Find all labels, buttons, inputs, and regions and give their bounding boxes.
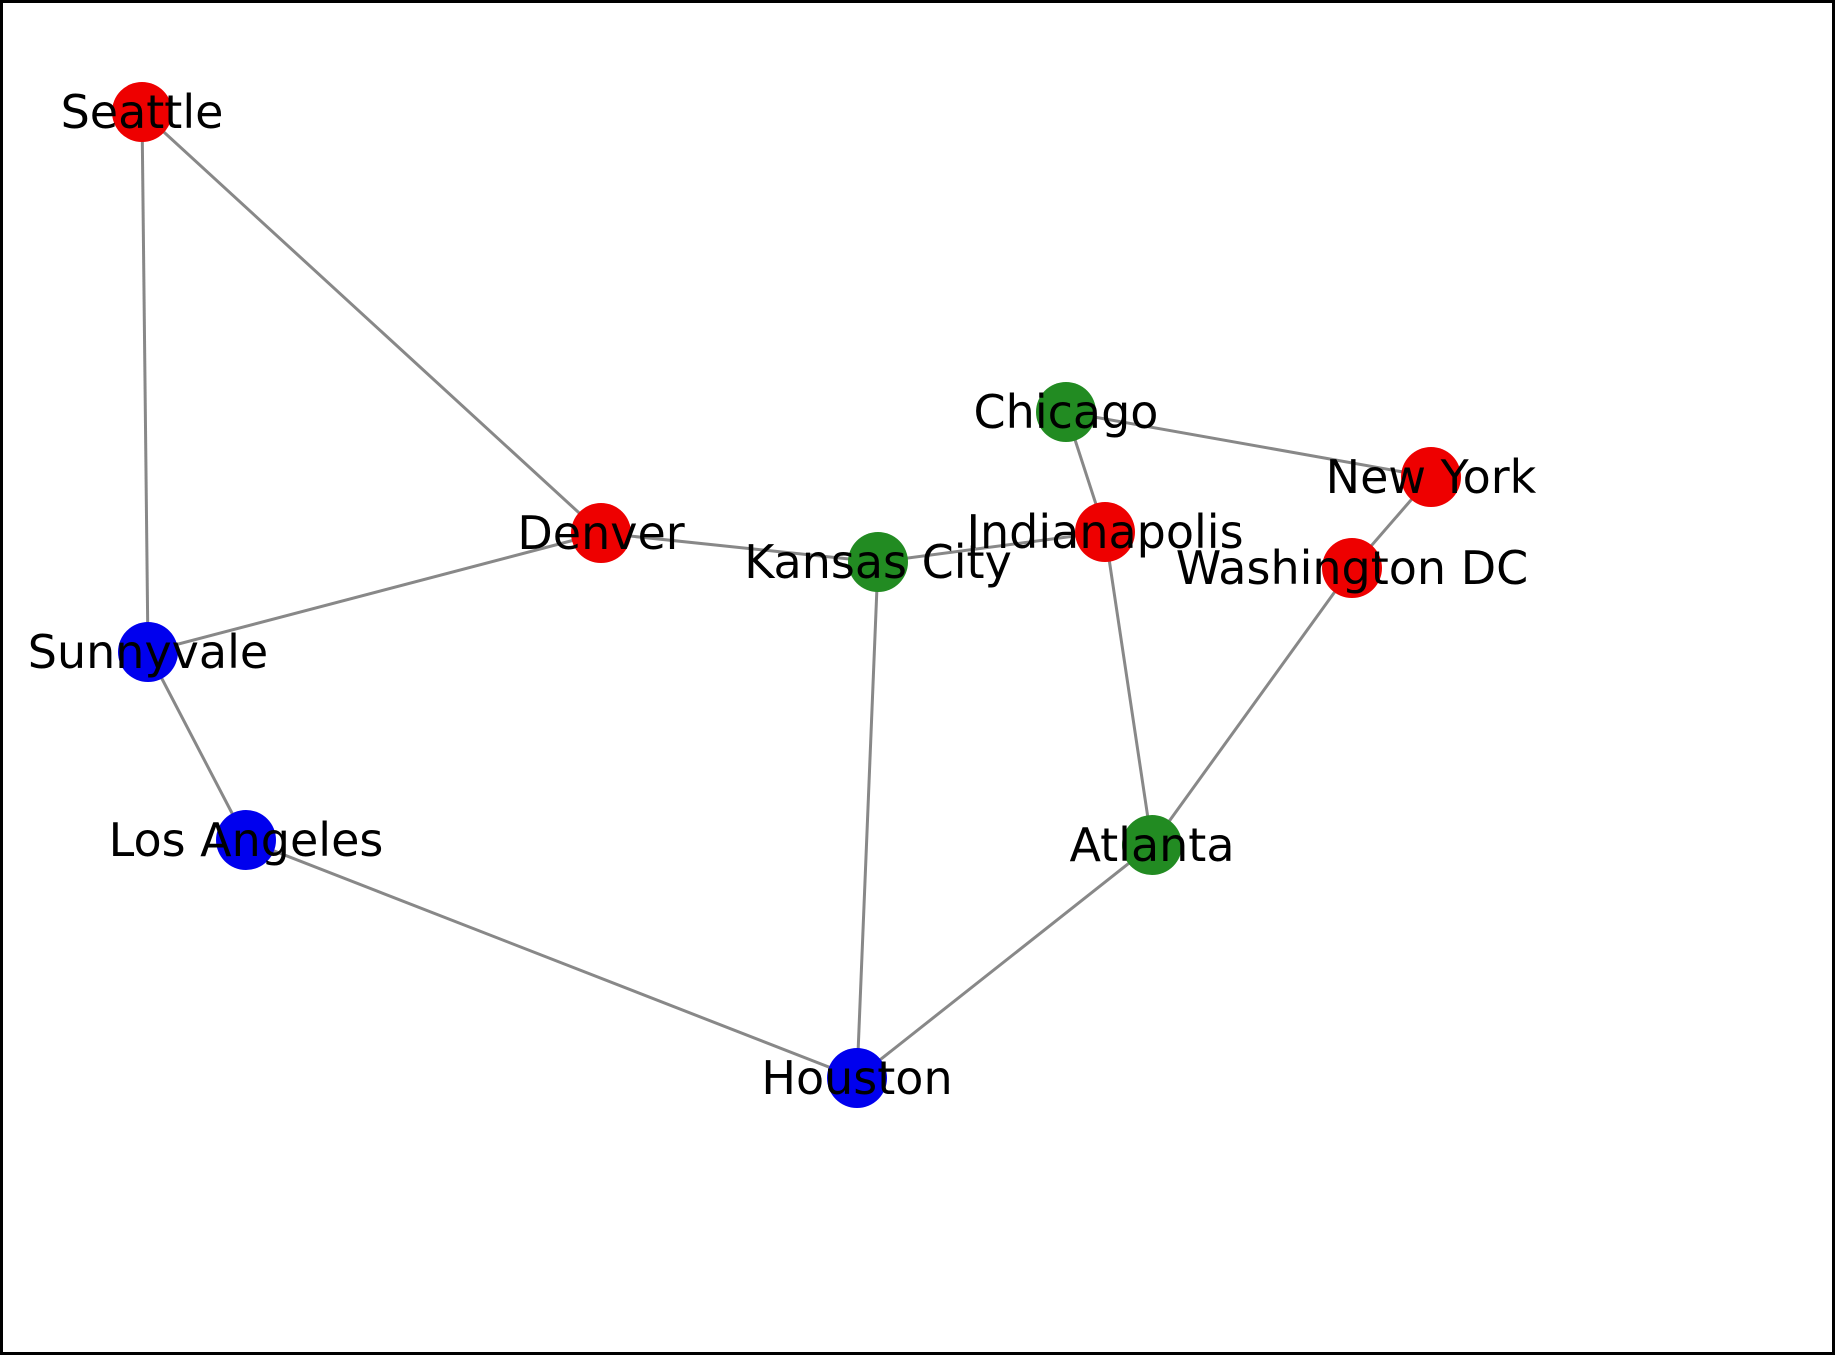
- edge-denver-kansas-city: [600, 531, 879, 564]
- node-new-york: [1401, 447, 1461, 507]
- node-sunnyvale: [118, 622, 178, 682]
- edge-atlanta-indianapolis: [1103, 531, 1154, 846]
- node-label-sunnyvale: Sunnyvale: [28, 625, 268, 679]
- edge-kansas-city-indianapolis: [877, 530, 1106, 564]
- node-los-angeles: [216, 810, 276, 870]
- node-label-atlanta: Atlanta: [1069, 818, 1234, 872]
- node-label-kansas-city: Kansas City: [744, 535, 1012, 589]
- node-label-washington-dc: Washington DC: [1176, 541, 1528, 595]
- edge-los-angeles-houston: [245, 838, 858, 1080]
- edge-sunnyvale-los-angeles: [146, 651, 248, 841]
- node-label-los-angeles: Los Angeles: [109, 813, 384, 867]
- node-atlanta: [1122, 815, 1182, 875]
- node-label-new-york: New York: [1326, 450, 1537, 504]
- node-denver: [571, 503, 631, 563]
- edge-seattle-sunnyvale: [140, 111, 150, 653]
- node-indianapolis: [1075, 502, 1135, 562]
- node-label-seattle: Seattle: [61, 85, 224, 139]
- node-label-indianapolis: Indianapolis: [966, 505, 1243, 559]
- node-washington-dc: [1322, 538, 1382, 598]
- edge-seattle-denver: [140, 110, 603, 535]
- nodes-layer: [112, 82, 1461, 1108]
- edge-chicago-new-york: [1065, 410, 1432, 479]
- node-label-chicago: Chicago: [974, 385, 1159, 439]
- node-houston: [827, 1048, 887, 1108]
- node-seattle: [112, 82, 172, 142]
- edge-kansas-city-houston: [855, 561, 880, 1079]
- node-label-denver: Denver: [517, 506, 684, 560]
- edge-houston-atlanta: [856, 843, 1153, 1080]
- node-kansas-city: [848, 532, 908, 592]
- edge-sunnyvale-denver: [147, 531, 602, 654]
- node-chicago: [1036, 382, 1096, 442]
- edge-atlanta-washington-dc: [1150, 567, 1354, 846]
- node-label-houston: Houston: [761, 1051, 952, 1105]
